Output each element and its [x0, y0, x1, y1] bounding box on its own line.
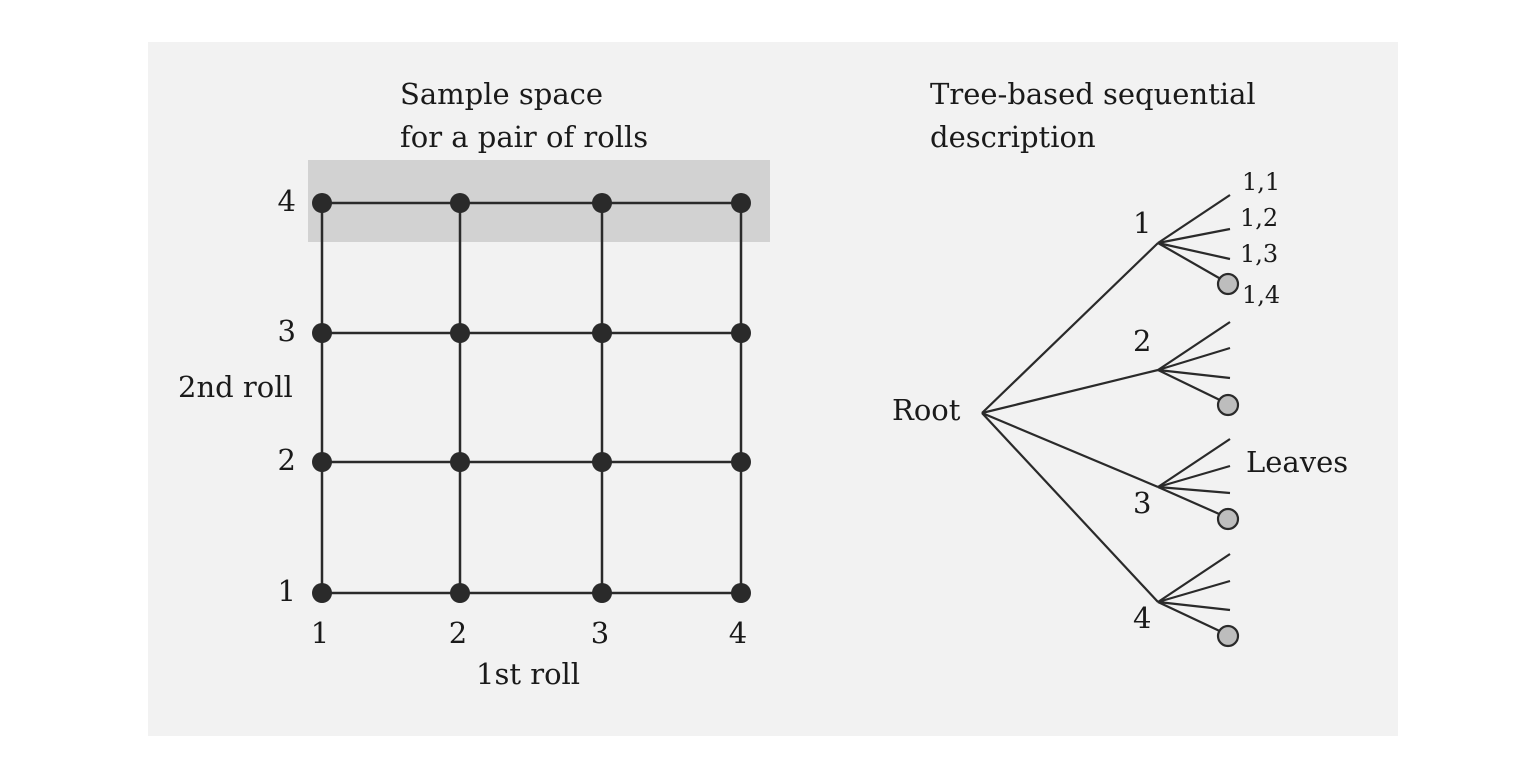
x-tick-label: 4 [729, 616, 747, 650]
grid-node-2-1 [450, 583, 470, 603]
leaves-label: Leaves [1246, 445, 1348, 479]
grid-node-4-1 [731, 583, 751, 603]
root-edges [981, 242, 1159, 603]
root-label: Root [892, 393, 961, 427]
leaf-edge [1157, 553, 1231, 603]
leaf-edge [1157, 579, 1231, 604]
grid-node-1-3 [312, 323, 332, 343]
y-tick-label: 3 [278, 314, 296, 348]
x-tick-label: 2 [449, 616, 467, 650]
leaf-edge [1157, 242, 1227, 283]
grid-node-1-4 [312, 193, 332, 213]
grid-node-1-2 [312, 452, 332, 472]
leaf-edge [1157, 600, 1231, 612]
grid-node-3-2 [592, 452, 612, 472]
leaf-node-3-4 [1216, 507, 1240, 531]
grid-node-1-1 [312, 583, 332, 603]
tree-title-line2: description [930, 120, 1096, 154]
branch-label-2: 2 [1133, 324, 1151, 358]
y-axis-label: 2nd roll [178, 370, 293, 404]
grid-node-4-3 [731, 323, 751, 343]
leaf-node-2-4 [1216, 393, 1240, 417]
leaf-node-1-4 [1216, 272, 1240, 296]
branch-label-4: 4 [1133, 601, 1151, 635]
leaf-label: 1,2 [1240, 204, 1278, 232]
leaf-labels: 1,1 1,2 1,3 1,4 [1240, 168, 1280, 309]
grid-title-line2: for a pair of rolls [400, 120, 648, 154]
leaf-edges [1157, 194, 1231, 635]
grid-node-2-3 [450, 323, 470, 343]
branch-label-1: 1 [1133, 206, 1151, 240]
leaf-edge [1157, 346, 1231, 372]
grid-node-4-4 [731, 193, 751, 213]
grid-node-2-4 [450, 193, 470, 213]
x-tick-label: 1 [311, 616, 329, 650]
highlight-row-4 [308, 160, 770, 242]
leaf-label: 1,1 [1242, 168, 1280, 196]
grid-title-line1: Sample space [400, 77, 603, 111]
tree-title-line1: Tree-based sequential [930, 77, 1256, 111]
leaf-edge [1157, 368, 1231, 380]
root-edge-2 [981, 368, 1159, 415]
y-tick-label: 4 [278, 184, 296, 218]
leaf-edge [1157, 321, 1231, 371]
y-tick-labels: 1 2 3 4 [278, 184, 296, 608]
leaf-edge [1157, 369, 1227, 404]
grid-nodes [312, 193, 751, 603]
branch-labels: 1 2 3 4 [1133, 206, 1151, 635]
root-edge-3 [981, 411, 1159, 489]
leaf-edge [1157, 438, 1231, 488]
leaf-edge [1157, 241, 1231, 261]
leaf-edge [1157, 485, 1227, 519]
leaf-edge [1157, 227, 1231, 245]
grid-lines [320, 201, 743, 595]
grid-node-2-2 [450, 452, 470, 472]
x-tick-labels: 1 2 3 4 [311, 616, 747, 650]
leaf-label: 1,4 [1242, 281, 1280, 309]
figure-background [148, 42, 1398, 736]
leaf-nodes [1216, 272, 1240, 648]
leaf-label: 1,3 [1240, 240, 1278, 268]
grid-node-4-2 [731, 452, 751, 472]
x-tick-label: 3 [591, 616, 609, 650]
leaf-edge [1157, 464, 1231, 489]
branch-label-3: 3 [1133, 486, 1151, 520]
sample-space-grid: Sample space for a pair of rolls [178, 77, 770, 691]
root-edge-4 [981, 412, 1159, 603]
grid-node-3-1 [592, 583, 612, 603]
leaf-edge [1157, 601, 1227, 635]
leaf-edge [1157, 194, 1231, 244]
leaf-edge [1157, 485, 1231, 495]
grid-node-3-3 [592, 323, 612, 343]
root-edge-1 [981, 242, 1159, 414]
y-tick-label: 2 [278, 443, 296, 477]
grid-node-3-4 [592, 193, 612, 213]
sequential-tree: Tree-based sequential description Root [892, 77, 1348, 648]
y-tick-label: 1 [278, 574, 296, 608]
leaf-node-4-4 [1216, 624, 1240, 648]
x-axis-label: 1st roll [476, 657, 580, 691]
